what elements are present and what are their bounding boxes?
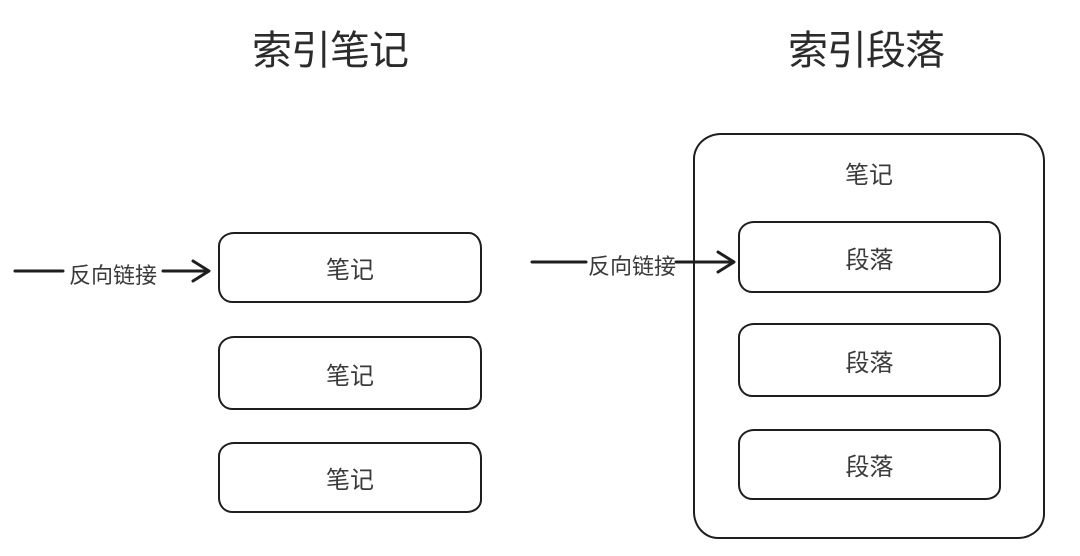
- paragraph-box-label: 段落: [845, 246, 894, 274]
- note-container-label: 笔记: [845, 162, 893, 189]
- arrowhead-icon: [716, 250, 736, 274]
- note-box: 笔记: [218, 336, 482, 410]
- note-box-label: 笔记: [326, 257, 374, 284]
- note-box-label: 笔记: [326, 467, 374, 494]
- note-box: 笔记: [218, 442, 482, 513]
- left-diagram-title: 索引笔记: [252, 29, 409, 73]
- right-backlink-arrow: [530, 250, 736, 274]
- paragraph-box-label: 段落: [845, 454, 894, 481]
- arrowhead-icon: [191, 259, 211, 283]
- paragraph-box: 段落: [738, 221, 1001, 293]
- note-box: 笔记: [218, 232, 482, 303]
- right-diagram-title: 索引段落: [788, 29, 945, 73]
- note-container-box: 笔记 段落 段落 段落: [693, 133, 1045, 539]
- paragraph-box: 段落: [738, 323, 1001, 397]
- paragraph-box: 段落: [738, 429, 1001, 500]
- note-box-label: 笔记: [326, 362, 374, 390]
- left-backlink-arrow: [13, 259, 211, 283]
- paragraph-box-label: 段落: [845, 349, 894, 377]
- right-arrow-label: 反向链接: [587, 254, 676, 279]
- left-arrow-label: 反向链接: [68, 263, 157, 288]
